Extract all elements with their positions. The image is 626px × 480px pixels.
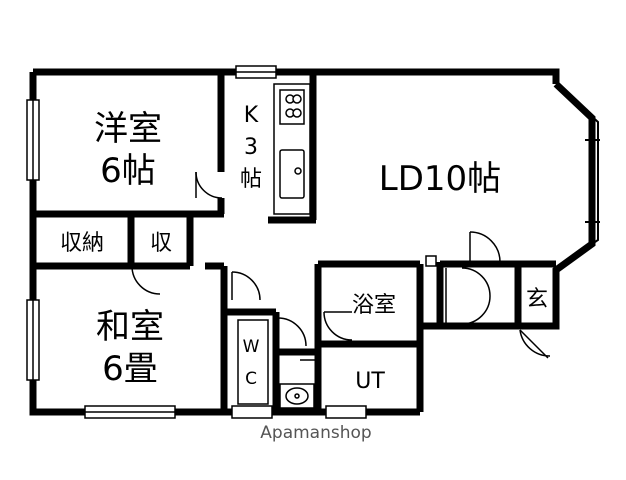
ut-label: UT (355, 369, 385, 394)
interior-walls (33, 72, 556, 412)
storage-small-label: 収 (150, 231, 172, 256)
washbasin-icon (279, 383, 315, 409)
bay-window (559, 87, 600, 267)
entrance-label: 玄 (526, 287, 548, 312)
kitchen-label-k: K (244, 103, 259, 128)
watermark: Apamanshop (260, 423, 371, 443)
doors (131, 171, 551, 361)
storage-label: 収納 (60, 231, 104, 256)
kitchen-label-unit: 帖 (240, 167, 262, 192)
wc-label-c: C (245, 369, 257, 389)
ld-label: LD10帖 (379, 159, 501, 199)
japanese-room-name: 和室 (96, 307, 164, 347)
kitchen-label-num: 3 (244, 135, 258, 160)
japanese-room-size: 6畳 (102, 349, 158, 389)
wc-label-w: W (243, 337, 260, 357)
bath-label: 浴室 (352, 293, 396, 318)
western-room-name: 洋室 (94, 109, 162, 149)
toilet-icon (237, 319, 269, 405)
step-marker (425, 255, 437, 267)
kitchen-fixtures (273, 83, 311, 215)
windows (26, 65, 367, 419)
sink-icon (279, 149, 305, 199)
western-room-size: 6帖 (100, 151, 156, 191)
